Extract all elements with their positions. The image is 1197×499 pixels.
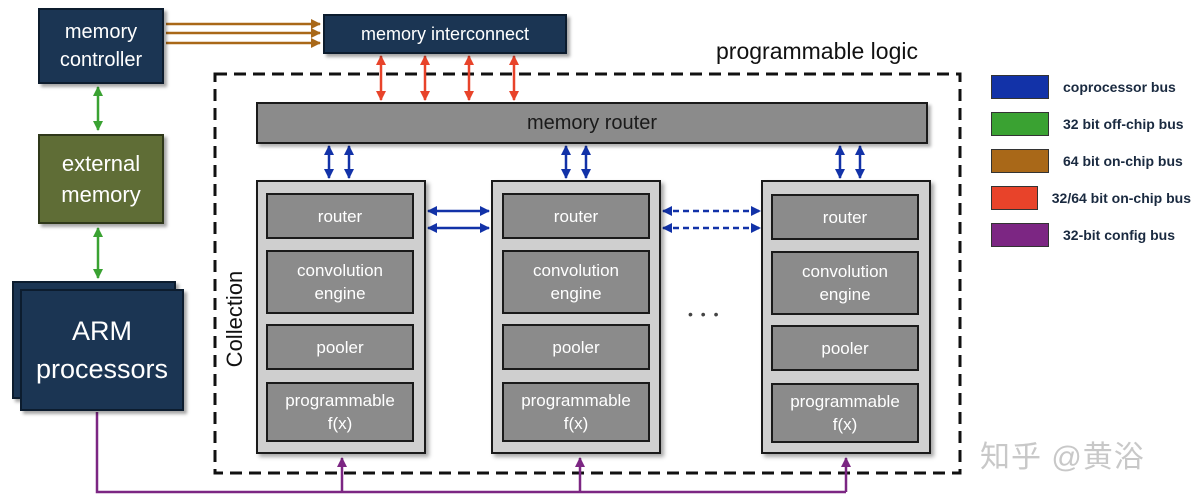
- programmable-fx-label: programmable f(x): [285, 391, 395, 433]
- legend-label: 32 bit off-chip bus: [1063, 116, 1184, 132]
- arm-processors-box: ARM processors: [20, 289, 184, 411]
- arm-processors-label: ARM processors: [35, 316, 169, 384]
- memory-interconnect-box: memory interconnect: [323, 14, 567, 54]
- legend-item-coprocessor-bus: coprocessor bus: [991, 75, 1191, 99]
- memory-router-label: memory router: [526, 111, 658, 134]
- memory-controller-label: memory controller: [59, 21, 143, 71]
- memory-controller-box: memory controller: [38, 8, 164, 84]
- legend: coprocessor bus 32 bit off-chip bus 64 b…: [991, 75, 1191, 247]
- router-label: router: [317, 206, 363, 226]
- legend-swatch: [991, 186, 1038, 210]
- pooler-label: pooler: [552, 337, 600, 357]
- memory-interconnect-label: memory interconnect: [360, 23, 530, 44]
- legend-label: 64 bit on-chip bus: [1063, 153, 1183, 169]
- watermark: 知乎 @黄浴: [980, 441, 1145, 474]
- collection-3-convolution-engine: convolution engine: [771, 251, 919, 315]
- router-label: router: [822, 207, 868, 227]
- collection-2-convolution-engine: convolution engine: [502, 250, 650, 314]
- brown-bus-arrows: [166, 19, 321, 48]
- collection-1-router: router: [266, 193, 414, 239]
- more-collections-ellipsis: • • •: [688, 306, 721, 322]
- legend-label: coprocessor bus: [1063, 79, 1176, 95]
- collection-2-router: router: [502, 193, 650, 239]
- legend-item-config-bus: 32-bit config bus: [991, 223, 1191, 247]
- legend-swatch: [991, 149, 1049, 173]
- legend-item-64bit-on-chip-bus: 64 bit on-chip bus: [991, 149, 1191, 173]
- pooler-label: pooler: [316, 337, 364, 357]
- red-bus-arrows: [376, 55, 519, 101]
- legend-label: 32-bit config bus: [1063, 227, 1175, 243]
- legend-item-32-64bit-on-chip-bus: 32/64 bit on-chip bus: [991, 186, 1191, 210]
- pooler-label: pooler: [821, 338, 869, 358]
- programmable-logic-label: programmable logic: [716, 38, 918, 64]
- legend-swatch: [991, 223, 1049, 247]
- legend-swatch: [991, 75, 1049, 99]
- convolution-engine-label: convolution engine: [532, 261, 619, 303]
- legend-swatch: [991, 112, 1049, 136]
- legend-label: 32/64 bit on-chip bus: [1051, 190, 1191, 206]
- collection-3-router: router: [771, 194, 919, 240]
- router-label: router: [553, 206, 599, 226]
- convolution-engine-label: convolution engine: [801, 262, 888, 304]
- collection-1-convolution-engine: convolution engine: [266, 250, 414, 314]
- collection-3-programmable-fx: programmable f(x): [771, 383, 919, 443]
- memory-router-bar: memory router: [256, 102, 928, 144]
- legend-item-off-chip-bus: 32 bit off-chip bus: [991, 112, 1191, 136]
- programmable-fx-label: programmable f(x): [521, 391, 631, 433]
- programmable-logic-boundary: [213, 72, 962, 475]
- external-memory-box: external memory: [38, 134, 164, 224]
- external-memory-label: external memory: [61, 151, 141, 207]
- collection-1-programmable-fx: programmable f(x): [266, 382, 414, 442]
- collection-label: Collection: [222, 270, 247, 368]
- programmable-fx-label: programmable f(x): [790, 392, 900, 434]
- purple-bus-arrows: [95, 412, 851, 494]
- collection-2-pooler: pooler: [502, 324, 650, 370]
- collection-2-programmable-fx: programmable f(x): [502, 382, 650, 442]
- collection-3-pooler: pooler: [771, 325, 919, 371]
- blue-bus-arrows: [324, 145, 865, 233]
- convolution-engine-label: convolution engine: [296, 261, 383, 303]
- collection-1-pooler: pooler: [266, 324, 414, 370]
